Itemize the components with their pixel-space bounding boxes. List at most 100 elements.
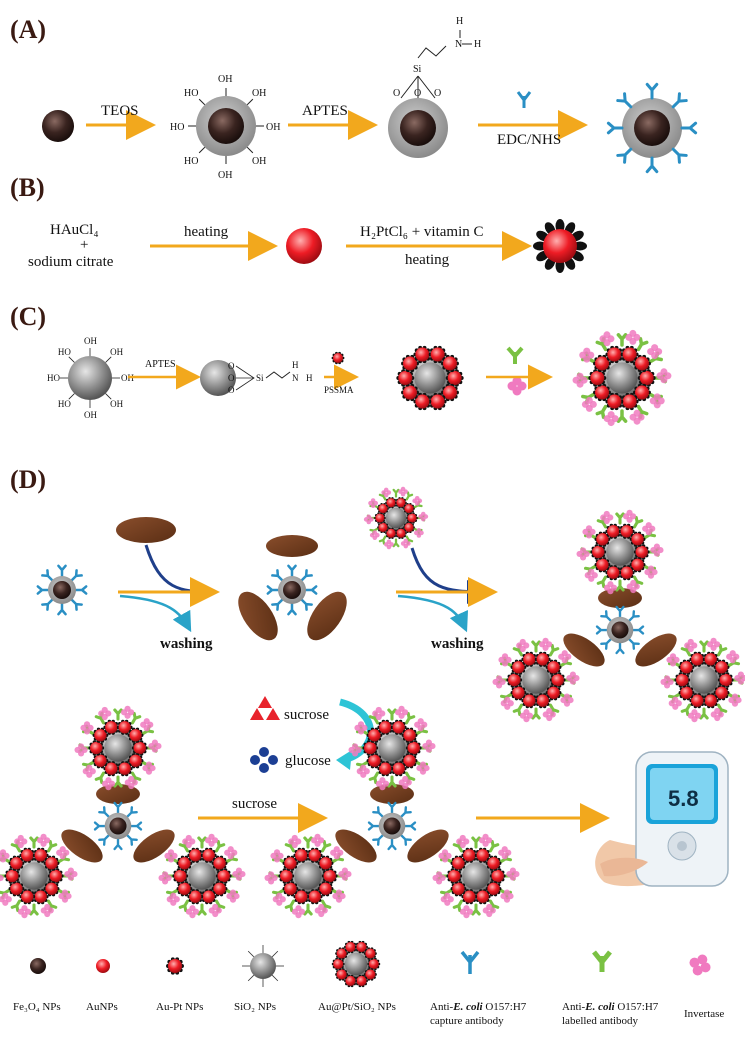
curve-blue-d2 — [410, 547, 491, 604]
panel-label-c: (C) — [10, 302, 46, 331]
legend-fe3o4-icon — [30, 958, 46, 974]
oh-label-c: OH — [84, 410, 97, 420]
label-n-a: N — [455, 39, 462, 50]
label-o-c2: O — [228, 373, 235, 383]
label-o-c1: O — [228, 361, 235, 371]
sio2-oh-particle — [60, 348, 120, 408]
label-si-c: Si — [256, 373, 264, 383]
legend-invertase-icon — [689, 954, 711, 976]
glucometer-icon — [595, 751, 729, 887]
label-sucrose-arrow: sucrose — [232, 796, 277, 812]
fe3o4-particle — [42, 110, 74, 142]
label-heating-1: heating — [184, 224, 229, 240]
au-pt-small-icon — [331, 351, 345, 365]
capture-antibody-icon — [516, 91, 532, 108]
meter-reading: 5.8 — [668, 786, 699, 811]
legend-capture-antibody-line1: Anti-E. coli O157:H7 — [430, 1001, 527, 1013]
oh-label-c: OH — [110, 347, 123, 357]
legend-sio2-label: SiO₂ NPs — [234, 1001, 276, 1013]
au-pt-sio2-particle-c — [396, 345, 464, 411]
label-glucose: glucose — [285, 753, 331, 769]
label-h-c2: H — [306, 373, 313, 383]
legend-aupt-sio2-label: Au@Pt/SiO₂ NPs — [318, 1001, 396, 1013]
legend-labelled-antibody-line1: Anti-E. coli O157:H7 — [562, 1001, 659, 1013]
label-washing-1: washing — [160, 636, 213, 652]
au-pt-nanoparticle-large — [533, 219, 587, 273]
label-pssma: PSSMA — [324, 385, 354, 395]
cyan-arrow-head — [336, 750, 352, 770]
legend-invertase-label: Invertase — [684, 1008, 724, 1020]
hydroxyl-labels-c: OH OH OH HO HO HO OH OH — [47, 336, 134, 420]
label-o-a2: O — [414, 88, 421, 99]
sandwich-complex-bottom-left — [0, 705, 246, 919]
label-aptes-c: APTES — [145, 359, 176, 370]
invertase-icon-c — [507, 376, 527, 396]
label-edc: EDC/NHS — [497, 132, 561, 148]
oh-label: HO — [184, 88, 198, 99]
oh-label-c: OH — [121, 373, 134, 383]
legend-capture-antibody-line2: capture antibody — [430, 1015, 504, 1027]
oh-label-c: HO — [58, 399, 71, 409]
oh-label-c: OH — [110, 399, 123, 409]
label-sucrose: sucrose — [284, 707, 329, 723]
label-o-a1: O — [393, 88, 400, 99]
label-plus: + — [80, 237, 88, 253]
label-sodium-citrate: sodium citrate — [28, 254, 114, 270]
label-aptes-a: APTES — [302, 103, 348, 119]
oh-label: OH — [266, 122, 280, 133]
hydroxyl-labels: OH OH OH HO HO HO OH OH — [170, 74, 280, 181]
label-heating-2: heating — [405, 252, 450, 268]
oh-label: HO — [170, 122, 184, 133]
label-o-a3: O — [434, 88, 441, 99]
fe3o4-sio2-oh-particle — [188, 88, 264, 164]
label-teos: TEOS — [101, 103, 139, 119]
curve-cyan-d2 — [397, 594, 469, 633]
legend-sio2-icon — [242, 945, 284, 987]
oh-label-c: OH — [84, 336, 97, 346]
legend-labelled-antibody-line2: labelled antibody — [562, 1015, 639, 1027]
oh-label: OH — [252, 88, 266, 99]
legend-aupt-sio2-icon — [331, 940, 381, 988]
label-haucl4: HAuCl₄ — [50, 222, 99, 238]
legend-aupt-icon — [166, 957, 184, 975]
oh-label-c: HO — [58, 347, 71, 357]
capture-probe-d1 — [36, 564, 88, 616]
labelled-antibody-icon-c — [506, 346, 524, 364]
label-h-a1: H — [456, 16, 463, 27]
legend-aunps-icon — [96, 959, 110, 973]
nanoprobe-d-input — [363, 486, 429, 550]
label-h2ptcl6: H₂PtCl₆ + vitamin C — [360, 224, 484, 240]
oh-label: OH — [252, 156, 266, 167]
sio2-aptes-particle — [200, 360, 291, 396]
label-si-a: Si — [413, 64, 422, 75]
oh-label: OH — [218, 74, 232, 85]
label-n-c: N — [292, 373, 299, 383]
sandwich-complex-top-right — [492, 509, 745, 723]
aptes-modified-particle — [388, 30, 472, 158]
panel-label-a: (A) — [10, 15, 46, 44]
legend-fe3o4-label: Fe₃O₄ NPs — [13, 1001, 61, 1013]
oh-label-c: HO — [47, 373, 60, 383]
sucrose-icon — [250, 696, 280, 720]
bacterium-d1 — [116, 517, 176, 543]
panel-label-d: (D) — [10, 465, 46, 494]
oh-label: OH — [218, 170, 232, 181]
curve-blue-d1 — [144, 544, 217, 604]
label-washing-2: washing — [431, 636, 484, 652]
legend-aupt-label: Au-Pt NPs — [156, 1001, 203, 1013]
antibody-modified-particle-a — [606, 82, 698, 174]
sandwich-complex-bottom-middle — [264, 705, 520, 919]
panel-label-b: (B) — [10, 173, 45, 202]
legend-aunps-label: AuNPs — [86, 1001, 118, 1013]
glucose-icon — [250, 747, 278, 773]
label-h-c1: H — [292, 360, 299, 370]
label-o-c3: O — [228, 385, 235, 395]
oh-label: HO — [184, 156, 198, 167]
legend-capture-antibody-icon — [460, 950, 480, 974]
label-h-a2: H — [474, 39, 481, 50]
curve-cyan-d1 — [119, 594, 192, 633]
au-nanoparticle — [286, 228, 322, 264]
captured-bacteria-complex — [238, 535, 347, 641]
labelled-nanoprobe-c — [572, 329, 672, 427]
